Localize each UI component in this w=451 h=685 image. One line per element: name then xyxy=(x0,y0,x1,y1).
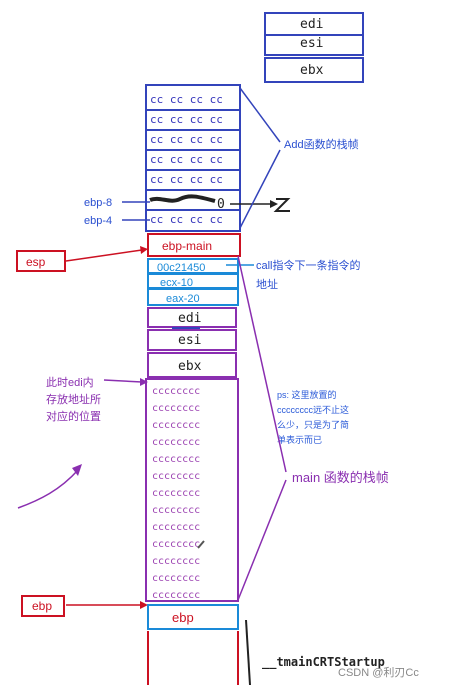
cc-cell: cccccccc xyxy=(152,488,200,499)
return-note: call指令下一条指令的 xyxy=(256,258,361,272)
ps-note-line: cccccccc远不止这 xyxy=(277,404,349,415)
add-frame-label: Add函数的栈帧 xyxy=(284,137,359,151)
scribble-value: 0 xyxy=(217,197,225,212)
return-address: 00c21450 xyxy=(157,262,205,274)
cc-cell: cccccccc xyxy=(152,505,200,516)
ebp-pointer: ebp xyxy=(21,595,148,617)
scribble-mark xyxy=(149,194,216,203)
cc-cell: cccccccc xyxy=(152,403,200,414)
ebp-cell: ebp xyxy=(147,604,239,630)
cc-cell: cccccccc xyxy=(152,454,200,465)
ebp-8-label: ebp-8 xyxy=(84,197,112,209)
ebp-cell-label: ebp xyxy=(172,610,194,625)
return-note-2: 地址 xyxy=(256,277,278,291)
top-reg-edi: edi xyxy=(300,17,323,32)
ebp-main-label: ebp-main xyxy=(162,239,212,253)
ebp-offset-labels: ebp-8 ebp-4 xyxy=(84,197,150,227)
cc-cell: cccccccc xyxy=(152,522,200,533)
cc-cell: cccccccc xyxy=(152,590,200,601)
main-frame-label: main 函数的栈帧 xyxy=(292,470,389,485)
top-reg-ebx: ebx xyxy=(300,63,324,78)
add-cell: cc cc cc cc xyxy=(150,93,223,106)
add-cell: cc cc cc cc xyxy=(150,153,223,166)
main-reg-ebx: ebx xyxy=(178,359,202,374)
cc-cell: cccccccc xyxy=(152,539,200,550)
add-function-frame: cc cc cc cc cc cc cc cc cc cc cc cc cc c… xyxy=(145,84,359,232)
ps-note-line: ps: 这里放置的 xyxy=(277,389,337,400)
ps-note: ps: 这里放置的 cccccccc远不止这 么少，只是为了简 单表示而已 xyxy=(277,389,349,445)
cc-cell: cccccccc xyxy=(152,437,200,448)
return-address-block: 00c21450 call指令下一条指令的 地址 ecx-10 eax-20 xyxy=(147,258,361,306)
cc-cell: cccccccc xyxy=(152,471,200,482)
top-reg-esi: esi xyxy=(300,36,323,51)
edi-note-line: 此时edi内 xyxy=(46,375,94,389)
ebp-main-cell: ebp-main xyxy=(147,233,241,257)
edi-note-line: 存放地址所 xyxy=(46,392,101,406)
z-mark xyxy=(273,198,291,212)
edi-note-line: 对应的位置 xyxy=(46,409,101,423)
cc-cell: cccccccc xyxy=(152,386,200,397)
cc-cell: cccccccc xyxy=(152,573,200,584)
crt-startup-label: __tmainCRTStartup xyxy=(262,655,385,670)
add-cell: cc cc cc cc xyxy=(150,173,223,186)
esp-pointer: esp xyxy=(16,246,148,272)
main-register-block: edi esi ebx xyxy=(147,307,237,378)
ps-note-line: 单表示而已 xyxy=(277,434,322,445)
edi-note: 此时edi内 存放地址所 对应的位置 xyxy=(46,375,148,423)
add-cell: cc cc cc cc xyxy=(150,213,223,226)
eax-cell: eax-20 xyxy=(166,293,200,305)
top-register-block: edi esi ebx xyxy=(264,12,364,83)
main-cc-block: cccccccc cccccccc cccccccc cccccccc cccc… xyxy=(145,378,239,602)
cc-cell: cccccccc xyxy=(152,556,200,567)
main-frame-bracket: main 函数的栈帧 xyxy=(237,255,389,601)
add-cell: cc cc cc cc xyxy=(150,113,223,126)
crt-startup-frame: __tmainCRTStartup xyxy=(147,619,385,685)
ecx-cell: ecx-10 xyxy=(160,277,193,289)
esp-label: esp xyxy=(26,255,46,269)
ebp-pointer-label: ebp xyxy=(32,599,52,613)
ebp-4-label: ebp-4 xyxy=(84,215,112,227)
main-reg-edi: edi xyxy=(178,311,201,326)
watermark: CSDN @利刃Cc xyxy=(338,666,419,679)
curve-arrow xyxy=(17,469,79,509)
ps-note-line: 么少，只是为了简 xyxy=(277,419,349,430)
cc-cell: cccccccc xyxy=(152,420,200,431)
main-reg-esi: esi xyxy=(178,333,201,348)
pencil-mark-icon xyxy=(197,540,205,549)
add-cell: cc cc cc cc xyxy=(150,133,223,146)
